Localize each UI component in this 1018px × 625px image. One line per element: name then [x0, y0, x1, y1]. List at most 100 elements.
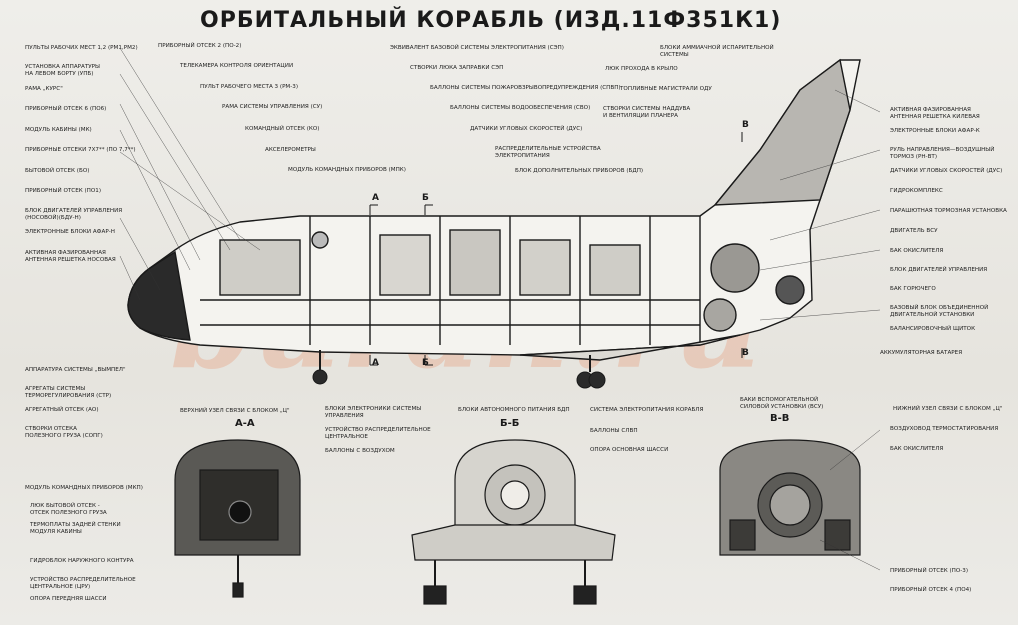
- label-tsru: УСТРОЙСТВО РАСПРЕДЕЛИТЕЛЬНОЕ: [30, 577, 136, 583]
- label-afar-nos: АКТИВНАЯ ФАЗИРОВАННАЯ: [25, 250, 106, 256]
- label-raspred: РАСПРЕДЕЛИТЕЛЬНЫЕ УСТРОЙСТВА: [495, 146, 601, 152]
- label-uru-2: ЦЕНТРАЛЬНОЕ: [325, 434, 368, 440]
- label-termoplaty: ТЕРМОПЛАТЫ ЗАДНЕЙ СТЕНКИ: [30, 522, 121, 528]
- label-po1: ПРИБОРНЫЙ ОТСЕК (ПО1): [25, 188, 102, 194]
- label-ammiak: БЛОКИ АММИАЧНОЙ ИСПАРИТЕЛЬНОЙ: [660, 45, 774, 51]
- label-sopg-2: ПОЛЕЗНОГО ГРУЗА (СОПГ): [25, 433, 103, 439]
- label-mkp: МОДУЛЬ КОМАНДНЫХ ПРИБОРОВ (МКП): [25, 485, 143, 491]
- label-afar-kil-2: АНТЕННАЯ РЕШЕТКА КИЛЕВАЯ: [890, 114, 980, 120]
- label-ko: КОМАНДНЫЙ ОТСЕК (КО): [245, 126, 320, 132]
- marker-v-top: В: [742, 120, 749, 130]
- label-vympel: АППАРАТУРА СИСТЕМЫ „ВЫМПЕЛ": [25, 367, 126, 373]
- label-baki-vsu: БАКИ ВСПОМОГАТЕЛЬНОЙ: [740, 397, 819, 403]
- label-gidroblok: ГИДРОБЛОК НАРУЖНОГО КОНТУРА: [30, 558, 134, 564]
- label-dus: ДАТЧИКИ УГЛОВЫХ СКОРОСТЕЙ (ДУС): [470, 126, 583, 132]
- label-rama-su: РАМА СИСТЕМЫ УПРАВЛЕНИЯ (СУ): [222, 104, 323, 110]
- label-lower-node: НИЖНИЙ УЗЕЛ СВЯЗИ С БЛОКОМ „Ц": [893, 406, 1003, 412]
- section-title-aa: А-А: [235, 418, 255, 429]
- label-spvp: БАЛЛОНЫ СИСТЕМЫ ПОЖАРОВЗРЫВОПРЕДУПРЕЖДЕН…: [430, 85, 621, 91]
- label-bdu-n-2: (НОСОВОЙ)(БДУ-Н): [25, 215, 81, 221]
- label-po6: ПРИБОРНЫЙ ОТСЕК 6 (ПО6): [25, 106, 107, 112]
- marker-b-top: Б: [422, 193, 429, 203]
- label-lyuk-bo: ЛЮК БЫТОВОЙ ОТСЕК -: [30, 503, 100, 509]
- label-bdu-n: БЛОК ДВИГАТЕЛЕЙ УПРАВЛЕНИЯ: [25, 208, 123, 214]
- label-gidro: ГИДРОКОМПЛЕКС: [890, 188, 943, 194]
- label-odu-base-2: ДВИГАТЕЛЬНОЙ УСТАНОВКИ: [890, 312, 975, 318]
- section-title-vv: В-В: [770, 413, 790, 424]
- fuselage-side-view: [127, 58, 861, 361]
- label-nadduv-2: И ВЕНТИЛЯЦИИ ПЛАНЕРА: [603, 113, 678, 119]
- label-rm3: ПУЛЬТ РАБОЧЕГО МЕСТА 3 (РМ-3): [200, 84, 299, 90]
- section-markers: [369, 132, 743, 366]
- label-bak-okis-2: БАК ОКИСЛИТЕЛЯ: [890, 446, 944, 452]
- label-akselerometry: АКСЕЛЕРОМЕТРЫ: [265, 147, 316, 153]
- marker-v-bottom: В: [742, 348, 749, 358]
- marker-b-bottom: Б: [422, 358, 429, 368]
- label-blocks-su: БЛОКИ ЭЛЕКТРОНИКИ СИСТЕМЫ: [325, 406, 422, 412]
- label-afar-k: ЭЛЕКТРОННЫЕ БЛОКИ АФАР-К: [890, 128, 980, 134]
- label-vozduhovod: ВОЗДУХОВОД ТЕРМОСТАТИРОВАНИЯ: [890, 426, 999, 432]
- label-po3: ПРИБОРНЫЙ ОТСЕК (ПО-3): [890, 568, 969, 574]
- label-afar-n: ЭЛЕКТРОННЫЕ БЛОКИ АФАР-Н: [25, 229, 115, 235]
- label-svo: БАЛЛОНЫ СИСТЕМЫ ВОДООБЕСПЕЧЕНИЯ (СВО): [450, 105, 591, 111]
- label-rama-kurs: РАМА „КУРС": [25, 86, 63, 92]
- label-upper-node: ВЕРХНИЙ УЗЕЛ СВЯЗИ С БЛОКОМ „Ц": [180, 408, 290, 414]
- label-lyuk-krylo: ЛЮК ПРОХОДА В КРЫЛО: [605, 66, 678, 72]
- label-ballony-air: БАЛЛОНЫ С ВОЗДУХОМ: [325, 448, 395, 454]
- label-rn-vt-2: ТОРМОЗ (РН-ВТ): [890, 154, 938, 160]
- label-afar-kil: АКТИВНАЯ ФАЗИРОВАННАЯ: [890, 107, 971, 113]
- label-telekamera: ТЕЛЕКАМЕРА КОНТРОЛЯ ОРИЕНТАЦИИ: [180, 63, 294, 69]
- landing-gear: [312, 350, 606, 389]
- label-sep-ship: СИСТЕМА ЭЛЕКТРОПИТАНИЯ КОРАБЛЯ: [590, 407, 704, 413]
- label-slvp: БАЛЛОНЫ СЛВП: [590, 428, 638, 434]
- label-bak-gor: БАК ГОРЮЧЕГО: [890, 286, 936, 292]
- label-sep: ЭКВИВАЛЕНТ БАЗОВОЙ СИСТЕМЫ ЭЛЕКТРОПИТАНИ…: [390, 45, 564, 51]
- label-uru: УСТРОЙСТВО РАСПРЕДЕЛИТЕЛЬНОЕ: [325, 427, 431, 433]
- label-baki-vsu-2: СИЛОВОЙ УСТАНОВКИ (ВСУ): [740, 404, 824, 410]
- marker-a-bottom: А: [372, 358, 379, 368]
- label-mk: МОДУЛЬ КАБИНЫ (МК): [25, 127, 92, 133]
- leader-lines: [119, 47, 881, 571]
- label-mpk: МОДУЛЬ КОМАНДНЫХ ПРИБОРОВ (МПК): [288, 167, 406, 173]
- label-nadduv: СТВОРКИ СИСТЕМЫ НАДДУВА: [603, 106, 691, 112]
- label-po4: ПРИБОРНЫЙ ОТСЕК 4 (ПО4): [890, 587, 972, 593]
- section-vv-drawing: [719, 439, 861, 556]
- label-blocks-su-2: УПРАВЛЕНИЯ: [325, 413, 364, 419]
- label-po7: ПРИБОРНЫЕ ОТСЕКИ 7х7** (ПО 7,7**): [25, 147, 136, 153]
- section-bb-drawing: [411, 439, 616, 605]
- label-dvig-vsu: ДВИГАТЕЛЬ ВСУ: [890, 228, 938, 234]
- label-ammiak-2: СИСТЕМЫ: [660, 52, 689, 58]
- label-bdu: БЛОК ДВИГАТЕЛЕЙ УПРАВЛЕНИЯ: [890, 267, 988, 273]
- label-bak-okis: БАК ОКИСЛИТЕЛЯ: [890, 248, 944, 254]
- label-parashyut: ПАРАШЮТНАЯ ТОРМОЗНАЯ УСТАНОВКА: [890, 208, 1007, 214]
- label-sopg: СТВОРКИ ОТСЕКА: [25, 426, 77, 432]
- label-balans: БАЛАНСИРОВОЧНЫЙ ЩИТОК: [890, 326, 976, 332]
- label-bo: БЫТОВОЙ ОТСЕК (БО): [25, 168, 90, 174]
- label-raspred-2: ЭЛЕКТРОПИТАНИЯ: [495, 153, 550, 159]
- label-po2: ПРИБОРНЫЙ ОТСЕК 2 (ПО-2): [158, 43, 242, 49]
- label-opora-osn: ОПОРА ОСНОВНАЯ ШАССИ: [590, 447, 669, 453]
- label-odu: ТОПЛИВНЫЕ МАГИСТРАЛИ ОДУ: [620, 86, 712, 92]
- label-pult-rm: ПУЛЬТЫ РАБОЧИХ МЕСТ 1,2 (РМ1,РМ2): [25, 45, 138, 51]
- label-opora-per: ОПОРА ПЕРЕДНЯЯ ШАССИ: [30, 596, 107, 602]
- label-bdp: БЛОК ДОПОЛНИТЕЛЬНЫХ ПРИБОРОВ (БДП): [515, 168, 644, 174]
- label-ao: АГРЕГАТНЫЙ ОТСЕК (АО): [25, 407, 99, 413]
- label-bdp-pit: БЛОКИ АВТОНОМНОГО ПИТАНИЯ БДП: [458, 407, 570, 413]
- label-termoplaty-2: МОДУЛЯ КАБИНЫ: [30, 529, 82, 535]
- section-title-bb: Б-Б: [500, 418, 520, 429]
- label-akb: АККУМУЛЯТОРНАЯ БАТАРЕЯ: [880, 350, 963, 356]
- label-rn-vt: РУЛЬ НАПРАВЛЕНИЯ—ВОЗДУШНЫЙ: [890, 147, 995, 153]
- label-upb-2: НА ЛЕВОМ БОРТУ (УПБ): [25, 71, 94, 77]
- label-lyuk-bo-2: ОТСЕК ПОЛЕЗНОГО ГРУЗА: [30, 510, 107, 516]
- label-afar-nos-2: АНТЕННАЯ РЕШЕТКА НОСОВАЯ: [25, 257, 116, 263]
- page-title: ОРБИТАЛЬНЫЙ КОРАБЛЬ (ИЗД.11Ф351К1): [200, 8, 782, 33]
- label-upb: УСТАНОВКА АППАРАТУРЫ: [25, 64, 100, 70]
- label-odu-base: БАЗОВЫЙ БЛОК ОБЪЕДИНЕННОЙ: [890, 305, 989, 311]
- label-str: АГРЕГАТЫ СИСТЕМЫ: [25, 386, 86, 392]
- label-tsru-2: ЦЕНТРАЛЬНОЕ (ЦРУ): [30, 584, 91, 590]
- marker-a-top: А: [372, 193, 379, 203]
- label-dus-r: ДАТЧИКИ УГЛОВЫХ СКОРОСТЕЙ (ДУС): [890, 168, 1003, 174]
- section-aa-drawing: [174, 439, 301, 598]
